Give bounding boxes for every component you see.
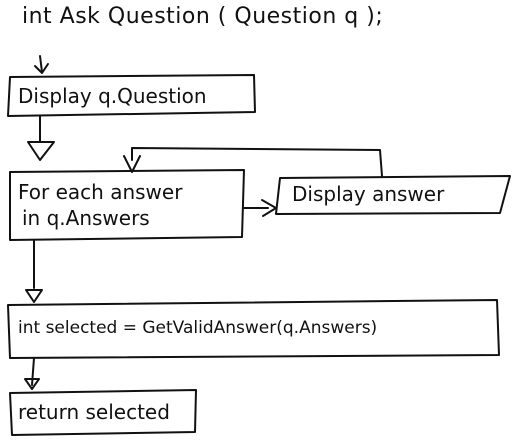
box-display-answer xyxy=(275,175,511,215)
display-question-label: Display q.Question xyxy=(18,84,207,108)
loop-back-line xyxy=(131,147,383,177)
get-valid-answer-label: int selected = GetValidAnswer(q.Answers) xyxy=(18,318,378,338)
box-get-valid-answer xyxy=(7,299,500,359)
display-answer-label: Display answer xyxy=(292,182,445,206)
return-selected-label: return selected xyxy=(18,400,170,424)
foreach-label-line1: For each answer xyxy=(18,180,183,204)
arrowhead-select-to-return xyxy=(24,378,40,390)
arrow-select-to-return xyxy=(31,357,35,386)
box-display-question xyxy=(7,74,256,117)
arrowhead-signature-to-display xyxy=(34,63,49,74)
arrowhead-loop-back xyxy=(123,155,141,173)
box-foreach xyxy=(9,169,245,241)
arrow-signature-to-display xyxy=(39,55,43,73)
foreach-label-line2: in q.Answers xyxy=(22,206,150,230)
arrowhead-display-to-foreach xyxy=(27,141,55,161)
method-signature: int Ask Question ( Question q ); xyxy=(22,4,384,29)
arrowhead-foreach-to-select xyxy=(25,289,43,303)
box-return-selected xyxy=(9,389,197,436)
